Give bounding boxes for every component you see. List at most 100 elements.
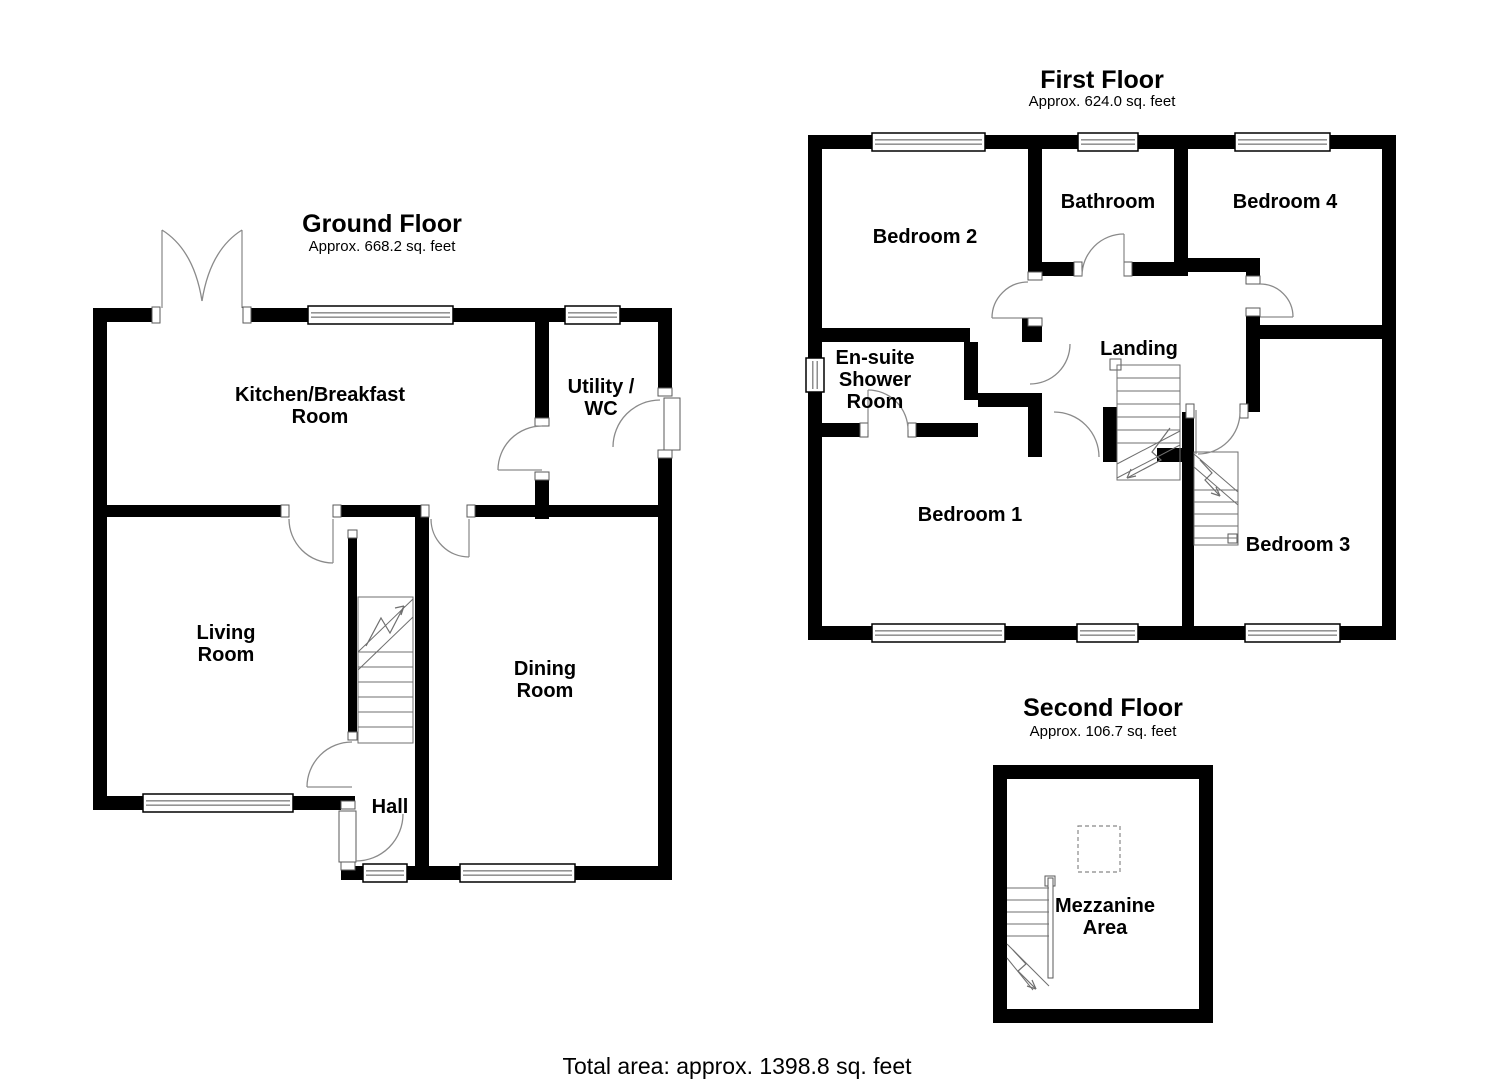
room-label: Bedroom 1	[918, 504, 1022, 526]
door-jamb	[1027, 271, 1043, 281]
room-label: Dining	[514, 658, 576, 680]
wall	[1174, 149, 1188, 262]
door-jamb	[1047, 877, 1054, 979]
door-arc	[991, 281, 1029, 319]
door-jamb	[1239, 403, 1249, 419]
room-label: Bedroom 3	[1246, 534, 1350, 556]
wall	[333, 505, 415, 517]
stair-direction-arrow	[1031, 979, 1037, 990]
room-label: Utility /	[568, 376, 635, 398]
door-jamb	[280, 504, 290, 518]
wall	[808, 328, 970, 342]
floor-title: Ground Floor	[302, 210, 462, 238]
door-jamb	[151, 306, 161, 324]
room-label: Mezzanine	[1055, 895, 1155, 917]
window	[871, 623, 1006, 643]
window	[459, 863, 576, 883]
door-arc	[306, 741, 353, 788]
room-label: En-suite	[836, 347, 915, 369]
door-jamb	[663, 397, 681, 451]
floor-area-subtitle: Approx. 668.2 sq. feet	[309, 238, 457, 255]
room-label: Room	[292, 406, 349, 428]
door-jamb	[1185, 403, 1195, 419]
wall	[1028, 149, 1042, 280]
room-label: Area	[1083, 917, 1128, 939]
door-jamb	[1123, 261, 1133, 277]
door-opening	[535, 426, 549, 472]
stair-direction-arrow	[365, 605, 405, 647]
door-arc	[1259, 283, 1294, 318]
stair-direction-arrow	[1126, 468, 1132, 479]
stair-direction-arrow	[1215, 486, 1221, 497]
wall	[1103, 407, 1117, 462]
stair-direction-arrow	[394, 605, 405, 609]
wall	[993, 765, 1007, 1023]
door-arc	[867, 389, 909, 431]
stair-tread-line	[1116, 444, 1181, 479]
door-jamb	[347, 731, 358, 741]
door-arc	[1081, 233, 1125, 277]
room-label: Kitchen/Breakfast	[235, 384, 405, 406]
window	[564, 305, 621, 325]
door-jamb	[1073, 261, 1083, 277]
stair-frame	[1116, 364, 1181, 481]
window	[1077, 132, 1139, 152]
wall	[467, 505, 535, 517]
room-label: Room	[517, 680, 574, 702]
room-label: Shower	[839, 369, 911, 391]
stair-direction-arrow	[1126, 475, 1137, 479]
floor-area-subtitle: Approx. 106.7 sq. feet	[1030, 723, 1178, 740]
wall	[348, 530, 357, 740]
wall	[1260, 325, 1396, 339]
stair-tread-line	[1006, 957, 1034, 991]
door-arc	[288, 518, 334, 564]
door-arc	[1053, 411, 1100, 458]
room-label: Bedroom 4	[1233, 191, 1338, 213]
wall	[549, 505, 658, 517]
room-label: Hall	[372, 796, 409, 818]
window	[805, 357, 825, 393]
wall	[993, 1009, 1213, 1023]
door-jamb	[332, 504, 342, 518]
door-opening	[152, 307, 251, 323]
dashed-void	[1077, 825, 1121, 873]
door-jamb	[657, 387, 673, 397]
door-jamb	[242, 306, 252, 324]
floor-area-subtitle: Approx. 624.0 sq. feet	[1029, 93, 1177, 110]
wall	[978, 393, 1028, 407]
wall	[93, 308, 107, 810]
wall	[993, 765, 1213, 779]
window	[362, 863, 408, 883]
door-jamb	[907, 422, 917, 438]
window	[871, 132, 986, 152]
door-jamb	[466, 504, 476, 518]
room-label: Room	[198, 644, 255, 666]
wall	[93, 505, 281, 517]
door-jamb	[534, 471, 550, 481]
room-label: WC	[584, 398, 617, 420]
stair-direction-arrow	[1210, 492, 1221, 497]
room-label: Living	[197, 622, 256, 644]
window	[1234, 132, 1331, 152]
wall	[1246, 316, 1260, 412]
floor-title: First Floor	[1040, 66, 1164, 94]
door-jamb	[534, 417, 550, 427]
door-arc	[497, 425, 543, 471]
window	[307, 305, 454, 325]
stair-tread-line	[357, 616, 414, 671]
door-jamb	[340, 800, 356, 810]
room-label: Landing	[1100, 338, 1178, 360]
stair-direction-arrow	[1012, 949, 1037, 990]
door-arc	[1029, 343, 1071, 385]
wall	[1382, 135, 1396, 640]
window	[1076, 623, 1139, 643]
door-jamb	[1245, 275, 1261, 285]
door-arc	[201, 229, 243, 302]
door-jamb	[347, 529, 358, 539]
wall	[415, 505, 429, 866]
